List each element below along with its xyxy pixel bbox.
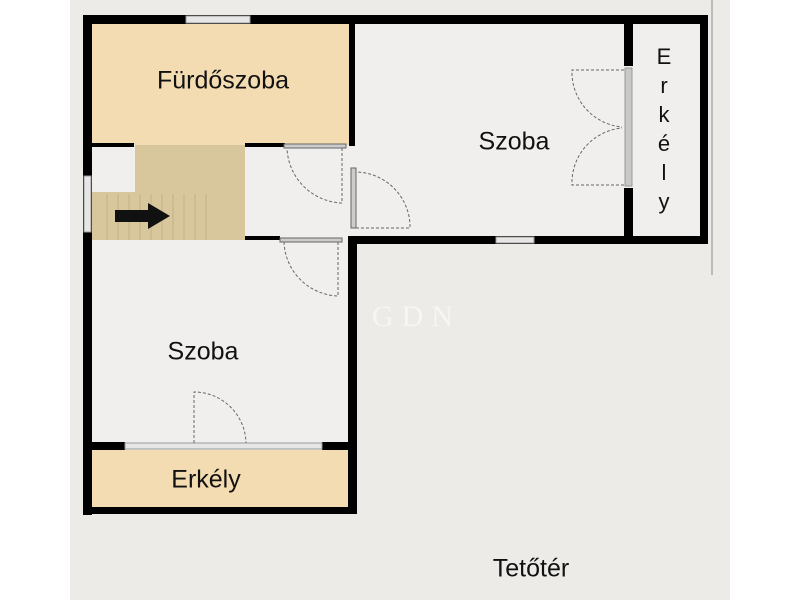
label-letter: l — [661, 160, 667, 185]
windows — [83, 15, 633, 450]
label-letter: r — [660, 73, 668, 98]
label-letter: y — [658, 189, 670, 214]
room-label-right-balcony: E r k é l y — [654, 42, 674, 216]
stairs-arrow-icon — [115, 203, 170, 229]
floor-label: Tetőtér — [492, 554, 570, 583]
doors — [193, 69, 624, 444]
label-letter: E — [656, 44, 672, 69]
room-label-upper-room: Szoba — [478, 127, 550, 156]
staircase — [92, 145, 245, 240]
room-label-lower-balcony: Erkély — [171, 465, 241, 494]
room-label-lower-room: Szoba — [167, 337, 239, 366]
room-label-bathroom: Fürdőszoba — [156, 66, 290, 95]
watermark: GDN — [372, 300, 461, 333]
label-letter: k — [658, 102, 670, 127]
bathroom-area — [92, 24, 352, 145]
label-letter: é — [657, 131, 671, 156]
lower-balcony-area — [92, 450, 348, 508]
